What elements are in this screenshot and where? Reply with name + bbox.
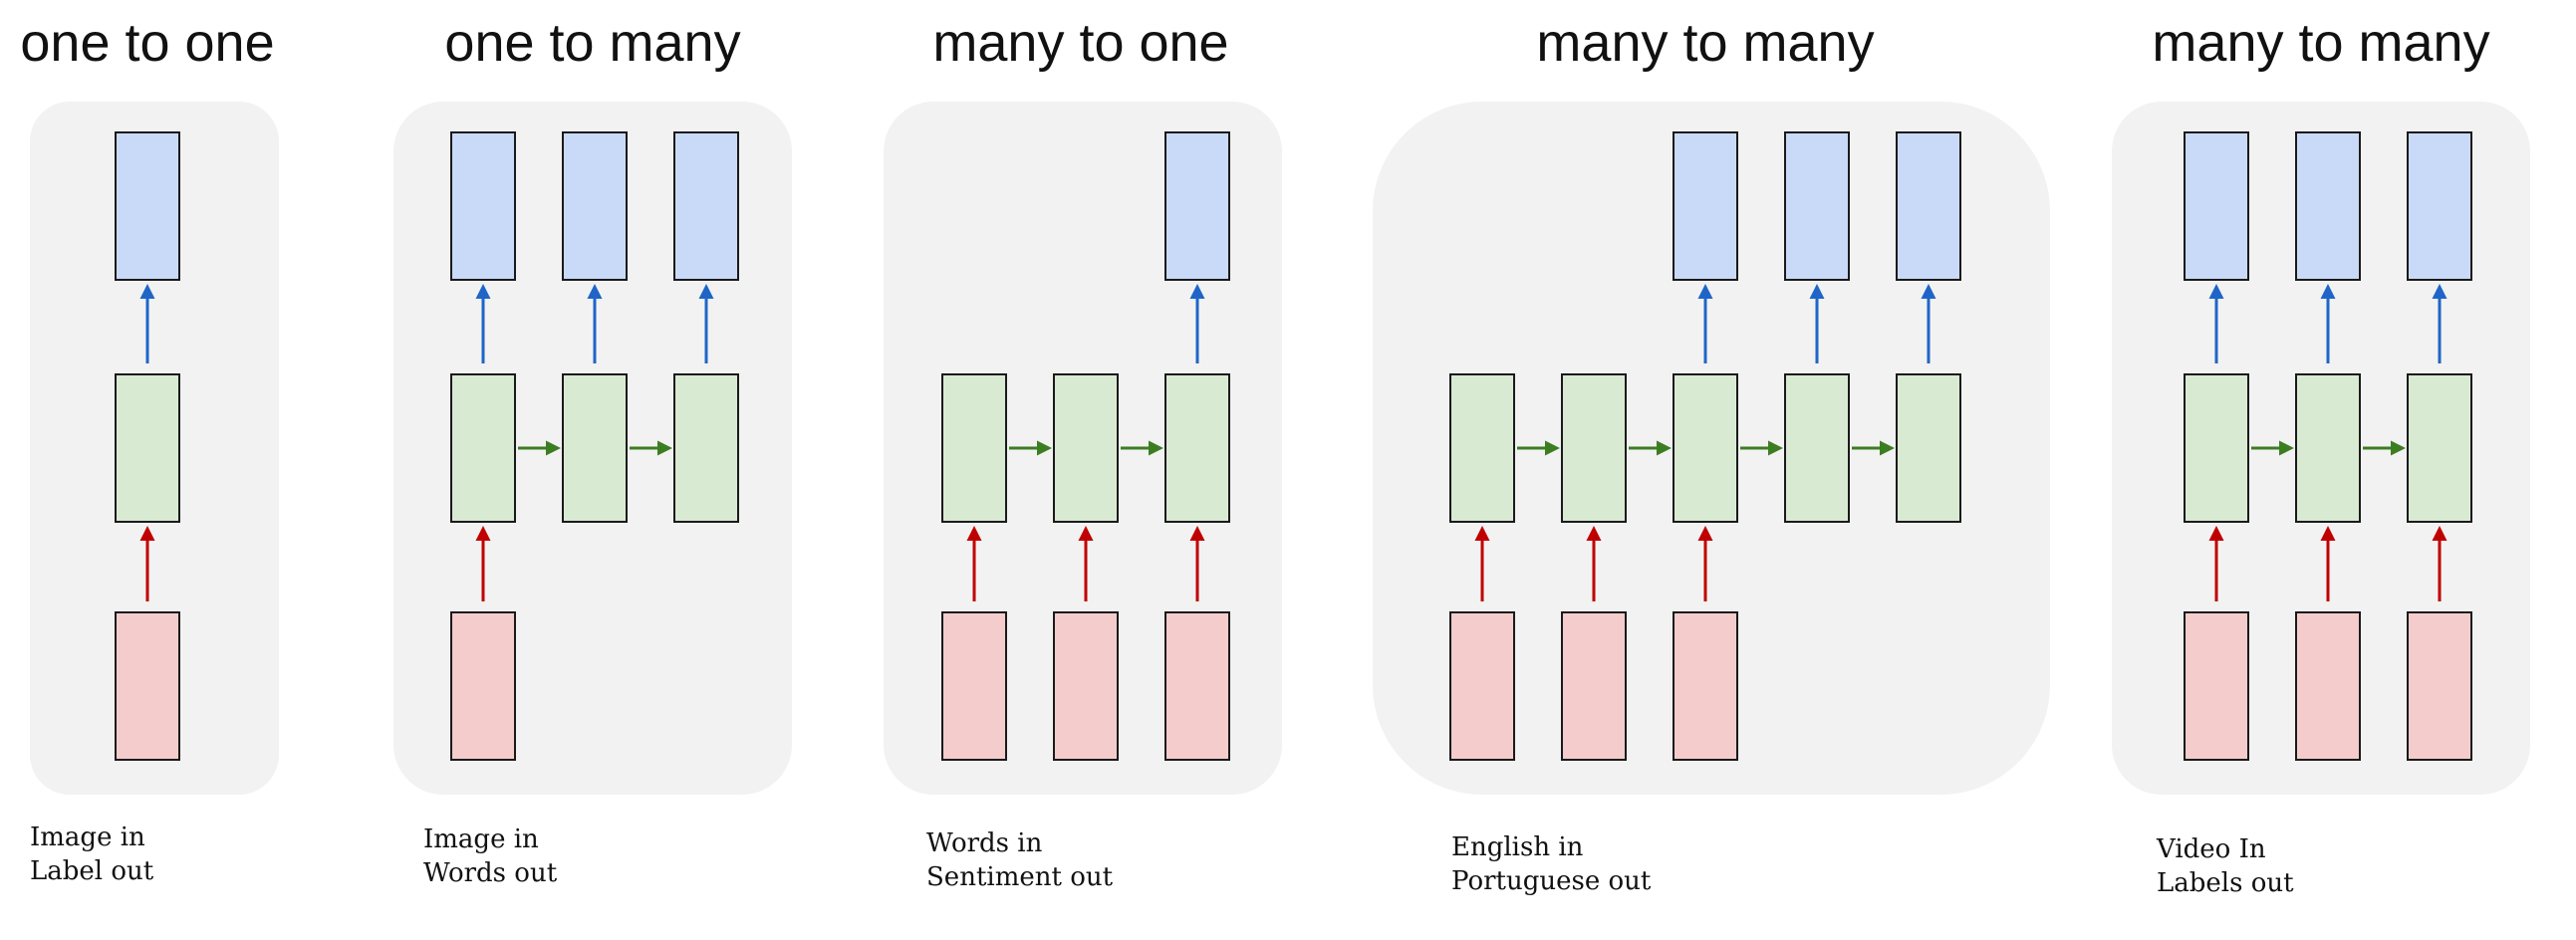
caption-line: Portuguese out	[1451, 866, 1652, 896]
hidden-cell-panel1-step1	[115, 373, 180, 523]
panel-title-many-to-many-seq2seq: many to many	[1536, 13, 1875, 73]
caption-line: Sentiment out	[926, 862, 1114, 892]
input-cell-panel4-step1	[1449, 611, 1515, 761]
caption-many-to-one: Words in Sentiment out	[926, 826, 1113, 894]
output-cell-panel1-step1	[115, 131, 180, 281]
output-cell-panel2-step1	[450, 131, 516, 281]
input-cell-panel5-step3	[2407, 611, 2472, 761]
caption-one-to-one: Image in Label out	[30, 821, 153, 888]
hidden-cell-panel4-step5	[1896, 373, 1961, 523]
caption-many-to-many-seq2seq: English in Portuguese out	[1451, 830, 1651, 898]
input-cell-panel1-step1	[115, 611, 180, 761]
input-cell-panel5-step1	[2184, 611, 2249, 761]
hidden-cell-panel2-step2	[562, 373, 628, 523]
caption-line: Label out	[30, 856, 154, 886]
output-cell-panel4-step5	[1896, 131, 1961, 281]
caption-line: English in	[1451, 832, 1584, 862]
output-cell-panel5-step1	[2184, 131, 2249, 281]
hidden-cell-panel3-step3	[1164, 373, 1230, 523]
hidden-cell-panel5-step3	[2407, 373, 2472, 523]
hidden-cell-panel3-step1	[941, 373, 1007, 523]
caption-one-to-many: Image in Words out	[423, 822, 557, 890]
panel-title-one-to-one: one to one	[20, 13, 275, 73]
output-cell-panel3-step3	[1164, 131, 1230, 281]
caption-line: Words out	[423, 858, 558, 888]
hidden-cell-panel5-step1	[2184, 373, 2249, 523]
hidden-cell-panel4-step3	[1673, 373, 1738, 523]
hidden-cell-panel4-step4	[1784, 373, 1850, 523]
input-cell-panel4-step2	[1561, 611, 1627, 761]
caption-line: Video In	[2157, 834, 2266, 864]
caption-line: Image in	[423, 824, 539, 854]
panel-title-many-to-one: many to one	[932, 13, 1229, 73]
caption-many-to-many-synced: Video In Labels out	[2157, 832, 2294, 900]
output-cell-panel5-step2	[2295, 131, 2361, 281]
output-cell-panel2-step2	[562, 131, 628, 281]
output-cell-panel2-step3	[673, 131, 739, 281]
panel-title-one-to-many: one to many	[444, 13, 741, 73]
hidden-cell-panel2-step3	[673, 373, 739, 523]
hidden-cell-panel3-step2	[1053, 373, 1119, 523]
caption-line: Labels out	[2157, 868, 2294, 898]
input-cell-panel3-step3	[1164, 611, 1230, 761]
output-cell-panel5-step3	[2407, 131, 2472, 281]
hidden-cell-panel4-step2	[1561, 373, 1627, 523]
hidden-cell-panel5-step2	[2295, 373, 2361, 523]
caption-line: Image in	[30, 822, 145, 852]
input-cell-panel2-step1	[450, 611, 516, 761]
hidden-cell-panel2-step1	[450, 373, 516, 523]
output-cell-panel4-step4	[1784, 131, 1850, 281]
caption-line: Words in	[926, 828, 1043, 858]
input-cell-panel3-step1	[941, 611, 1007, 761]
panel-title-many-to-many-synced: many to many	[2152, 13, 2490, 73]
input-cell-panel5-step2	[2295, 611, 2361, 761]
input-cell-panel4-step3	[1673, 611, 1738, 761]
output-cell-panel4-step3	[1673, 131, 1738, 281]
hidden-cell-panel4-step1	[1449, 373, 1515, 523]
input-cell-panel3-step2	[1053, 611, 1119, 761]
